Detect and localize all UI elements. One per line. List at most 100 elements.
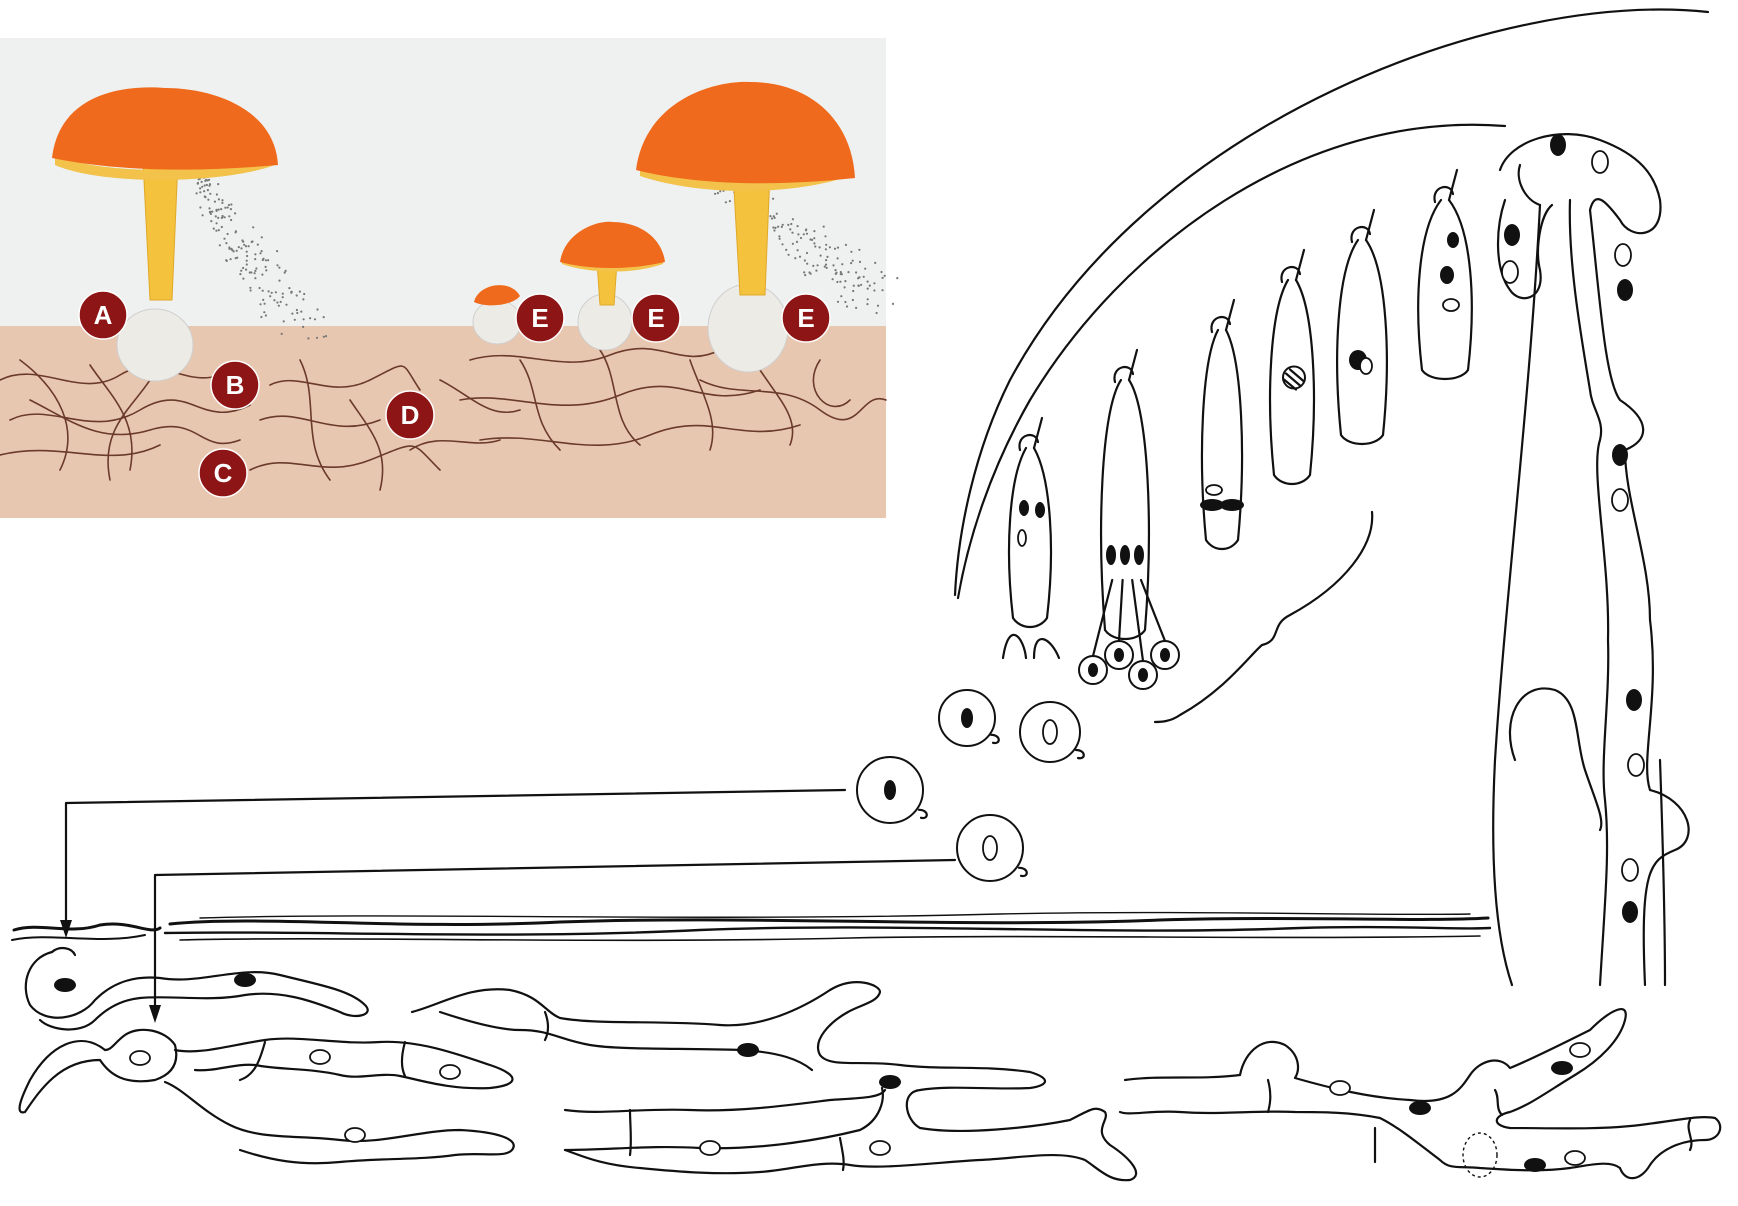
nucleus-icon	[54, 978, 76, 992]
nucleus-icon	[1134, 545, 1144, 565]
spore-dot	[303, 318, 305, 320]
hypha-icon	[412, 982, 1136, 1180]
arrow-icon	[66, 790, 845, 930]
spore-dot	[242, 278, 244, 280]
volva	[473, 300, 521, 344]
hypha-icon	[565, 1088, 883, 1150]
nucleus-icon	[1220, 499, 1244, 511]
spore-dot	[792, 218, 794, 220]
spore-dot	[806, 252, 808, 254]
spore-dot	[804, 274, 806, 276]
spore-dot	[788, 254, 790, 256]
nucleus-icon	[1043, 720, 1057, 744]
spore-dot	[206, 184, 208, 186]
nucleus-icon	[1283, 367, 1305, 389]
spore-dot	[208, 179, 210, 181]
spore-dot	[778, 235, 780, 237]
hilum	[991, 735, 999, 743]
spore-dot	[296, 309, 298, 311]
spore-dot	[823, 226, 825, 228]
spore-dot	[246, 260, 248, 262]
label-text: E	[797, 303, 814, 333]
germination-arrows	[60, 790, 955, 1023]
label-C: C	[199, 449, 247, 497]
label-text: C	[214, 458, 233, 488]
spore-dot	[813, 230, 815, 232]
spore-dot	[221, 199, 223, 201]
spore-dot	[218, 209, 220, 211]
spore-dot	[844, 286, 846, 288]
spore-dot	[252, 226, 254, 228]
spore-dot	[316, 337, 318, 339]
spore-dot	[852, 260, 854, 262]
spore-dot	[824, 235, 826, 237]
spore-dot	[234, 212, 236, 214]
spore-dot	[291, 291, 293, 293]
spore-dot	[249, 287, 251, 289]
spore-dot	[201, 181, 203, 183]
clamp-connection-icon	[1463, 1133, 1497, 1177]
nucleus-icon	[345, 1128, 365, 1142]
spore-dot	[797, 233, 799, 235]
spore-dot	[837, 301, 839, 303]
spore-dot	[837, 257, 839, 259]
spore-dot	[278, 280, 280, 282]
spore-dot	[794, 257, 796, 259]
nucleus-icon	[1612, 444, 1628, 466]
spore-dot	[250, 289, 252, 291]
spore-dot	[877, 305, 879, 307]
spore-dot	[204, 184, 206, 186]
button-mushroom	[473, 285, 521, 344]
hypha-icon	[240, 1042, 265, 1080]
spore-dot	[246, 255, 248, 257]
trama-nuclei	[1502, 134, 1644, 923]
spore-dot	[896, 277, 898, 279]
nucleus-icon	[1114, 648, 1124, 662]
spore-dot	[259, 287, 261, 289]
spore-dot	[804, 259, 806, 261]
nucleus-icon	[1502, 261, 1518, 283]
sterigma	[1132, 580, 1143, 661]
nucleus-icon	[1628, 754, 1644, 776]
spore-dot	[714, 193, 716, 195]
spore-dot	[217, 217, 219, 219]
spore-dot	[199, 191, 201, 193]
spore-dot	[227, 233, 229, 235]
spore-dot	[282, 296, 284, 298]
spore-dot	[787, 224, 789, 226]
spore-dot	[221, 226, 223, 228]
bracket-icon	[1155, 512, 1372, 722]
hypha-icon	[1120, 1009, 1720, 1178]
spore-dot	[284, 272, 286, 274]
spore-dot	[808, 271, 810, 273]
spore-dot	[267, 259, 269, 261]
germinating-spore-hypha	[20, 1030, 177, 1113]
spore-dot	[882, 277, 884, 279]
hypha-icon	[1689, 1120, 1692, 1150]
spore-dot	[259, 303, 261, 305]
nucleus-icon	[1524, 1158, 1546, 1172]
spore-dot	[314, 318, 316, 320]
spore-dot	[260, 316, 262, 318]
spore-dot	[245, 245, 247, 247]
spore-dot	[725, 201, 727, 203]
spore-dot	[832, 278, 834, 280]
spore-dot	[265, 266, 267, 268]
spore-dot	[299, 291, 301, 293]
spore-dot	[837, 247, 839, 249]
spore-dot	[243, 244, 245, 246]
nucleus-icon	[1360, 358, 1372, 374]
spore-dot	[867, 281, 869, 283]
spore-dot	[866, 303, 868, 305]
color-illustration-panel: A B C D E E E	[0, 38, 898, 518]
gill-line	[1449, 170, 1457, 200]
spore-dot	[230, 208, 232, 210]
spore-dot	[246, 251, 248, 253]
nucleus-icon	[737, 1043, 759, 1057]
spore-dot	[276, 250, 278, 252]
nucleus-icon	[1120, 545, 1130, 565]
spore-dot	[197, 182, 199, 184]
spore-dot	[323, 336, 325, 338]
spore-dot	[881, 289, 883, 291]
